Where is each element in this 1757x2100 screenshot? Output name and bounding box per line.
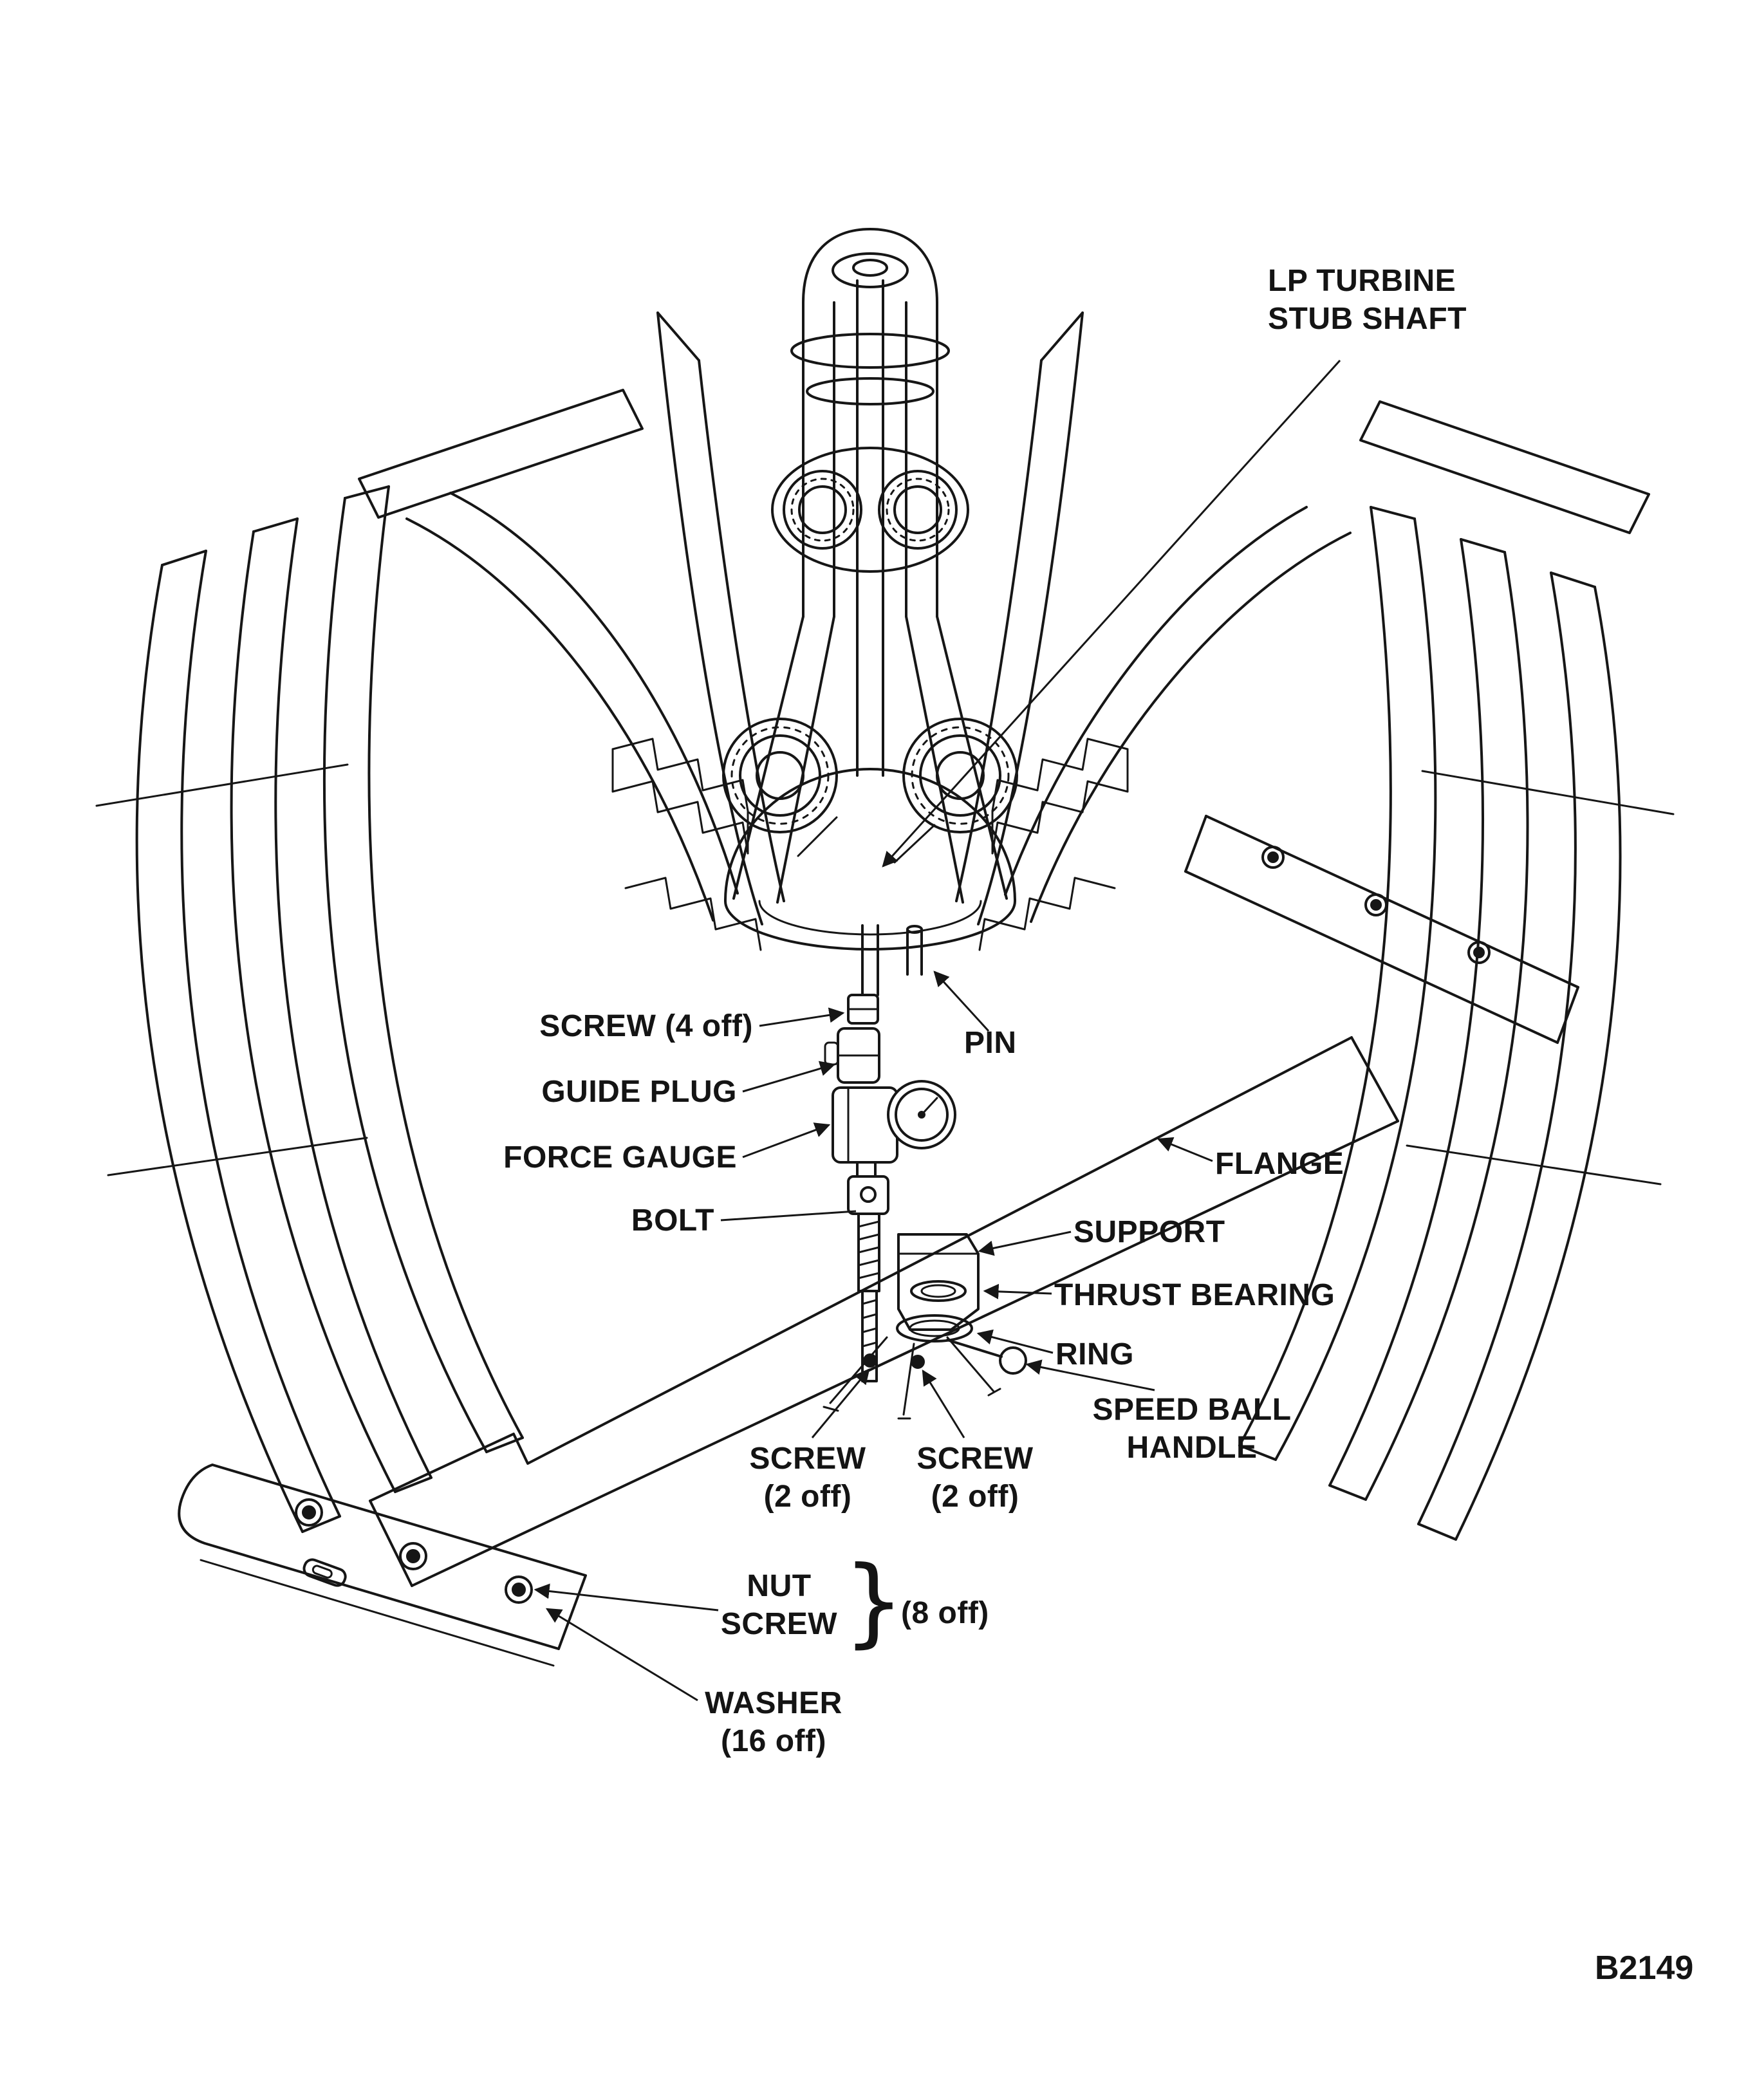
label-flange: FLANGE bbox=[1215, 1147, 1344, 1181]
label-washer: WASHER (16 off) bbox=[705, 1686, 842, 1758]
label-thrust-bearing: THRUST BEARING bbox=[1054, 1278, 1335, 1312]
diaphragm-ribs bbox=[611, 738, 1129, 951]
bolt-head-1 bbox=[295, 1498, 323, 1527]
label-bolt: BOLT bbox=[631, 1203, 714, 1238]
ball-knob bbox=[999, 1346, 1027, 1375]
bolt-part bbox=[857, 1213, 880, 1292]
pin-part bbox=[906, 925, 923, 976]
speed-ball-handle-part bbox=[946, 1339, 1027, 1375]
leader-thrust-bearing bbox=[983, 1283, 1052, 1299]
label-pin: PIN bbox=[964, 1026, 1017, 1060]
leader-screw-2-off-right bbox=[922, 1369, 965, 1438]
leader-guide-plug bbox=[742, 1061, 836, 1093]
leader-speed-ball-handle bbox=[1025, 1359, 1155, 1391]
screw-4off-part bbox=[847, 994, 879, 1025]
bolt-head-3 bbox=[505, 1575, 533, 1604]
label-guide-plug: GUIDE PLUG bbox=[541, 1075, 737, 1109]
leader-lines bbox=[534, 359, 1341, 1702]
tool-assembly bbox=[823, 924, 1027, 1420]
stub-shaft-column bbox=[732, 228, 1008, 904]
flange-fasteners bbox=[295, 846, 1491, 1604]
label-force-gauge: FORCE GAUGE bbox=[503, 1140, 737, 1175]
label-speed-ball-handle: SPEED BALL HANDLE bbox=[1092, 1393, 1292, 1465]
flange-plate bbox=[178, 815, 1579, 1667]
label-8-off: (8 off) bbox=[901, 1596, 989, 1630]
thrust-bearing-part bbox=[910, 1280, 967, 1302]
label-ring: RING bbox=[1055, 1337, 1134, 1371]
bolt-head-2 bbox=[399, 1542, 427, 1570]
label-nut-screw: NUT SCREW bbox=[720, 1569, 838, 1641]
clevis bbox=[847, 1175, 889, 1215]
leader-pin bbox=[933, 971, 990, 1032]
brace-glyph: } bbox=[843, 1546, 905, 1658]
leader-washer bbox=[545, 1608, 698, 1702]
bolt-head-4 bbox=[1261, 846, 1285, 869]
label-screw-2-off-left: SCREW (2 off) bbox=[749, 1442, 866, 1514]
retaining-clip bbox=[302, 1558, 347, 1587]
ring-part bbox=[896, 1314, 973, 1343]
bolt-head-5 bbox=[1364, 893, 1388, 916]
label-screw-2-off-right: SCREW (2 off) bbox=[916, 1442, 1034, 1514]
label-screw-4-off: SCREW (4 off) bbox=[539, 1009, 753, 1043]
label-lp-turbine-stub-shaft: LP TURBINE STUB SHAFT bbox=[1268, 264, 1467, 336]
leader-lp-turbine-stub-shaft bbox=[882, 359, 1341, 868]
bolt-head-6 bbox=[1467, 941, 1491, 964]
leader-nut-screw bbox=[534, 1583, 719, 1612]
leader-support bbox=[978, 1231, 1072, 1256]
leader-flange bbox=[1157, 1137, 1213, 1162]
casing-shell-left bbox=[95, 485, 524, 1533]
upper-plates bbox=[358, 389, 1650, 534]
support-bracket bbox=[897, 1233, 980, 1331]
figure-code: B2149 bbox=[1595, 1949, 1694, 1987]
mid-bearings bbox=[722, 718, 1018, 833]
leader-screw-2-off-left bbox=[811, 1368, 870, 1438]
leader-bolt bbox=[720, 1210, 857, 1222]
casing-shell-right bbox=[1238, 506, 1675, 1541]
force-gauge-part bbox=[832, 1080, 956, 1164]
leader-force-gauge bbox=[742, 1122, 831, 1158]
leader-ring bbox=[976, 1329, 1054, 1354]
casing-funnels bbox=[405, 311, 1352, 925]
base-screw-right bbox=[911, 1355, 925, 1369]
label-support: SUPPORT bbox=[1074, 1215, 1225, 1249]
stub-shaft-dome bbox=[724, 768, 1016, 951]
upper-bearings bbox=[771, 447, 969, 573]
base-screw-left bbox=[863, 1353, 877, 1368]
leader-screw-4-off bbox=[759, 1007, 845, 1027]
guide-plug-part bbox=[824, 1027, 880, 1084]
